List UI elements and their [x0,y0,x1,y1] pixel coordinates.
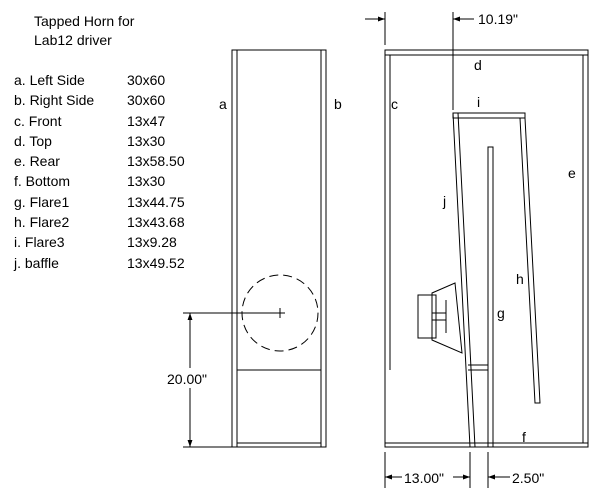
part-size: 30x60 [127,72,166,88]
part-name: i. Flare3 [14,234,65,251]
part-name: h. Flare2 [14,214,70,231]
part-size: 13x47 [127,112,166,129]
parts-list-item: i. Flare3 13x9.28 [14,232,204,252]
left-side-label: a [219,96,227,112]
top-panel-label: d [474,57,482,73]
front-panel-label: c [391,96,398,112]
flare2-label: h [516,271,524,287]
driver-height-label: 20.00" [167,371,207,387]
part-size: 30x60 [127,92,166,109]
front-outer-panel [231,49,327,448]
dimension-label-bg [166,368,216,388]
part-name: f. Bottom [14,173,71,190]
dimension-label-bg [402,468,453,487]
part-name: e. Rear [14,153,60,170]
part-size: 13x44.75 [127,193,185,210]
driver-magnet [417,294,437,339]
parts-list-item: a. Left Side 30x60 [14,70,204,90]
flare1-panel [487,146,494,448]
dimension-top-label: 10.19" [478,11,518,27]
flare2-panel [519,117,541,404]
side-view [365,12,589,488]
diagram-title: Tapped Horn for Lab12 driver [34,12,134,50]
flare1-label: g [497,305,505,321]
part-name: a. Left Side [14,72,85,88]
parts-list-item: d. Top 13x30 [14,131,204,151]
part-size: 13x43.68 [127,214,185,231]
flare3-label: i [477,94,480,110]
bottom-panel-label: f [522,429,526,445]
cabinet-outline [384,49,589,448]
part-name: c. Front [14,112,62,129]
parts-list-item: f. Bottom 13x30 [14,171,204,191]
part-name: j. baffle [14,254,59,271]
part-size: 13x49.52 [127,254,185,271]
right-side-label: b [334,96,342,112]
parts-list: a. Left Side 30x60 b. Right Side 30x60 c. … [14,70,204,273]
part-name: g. Flare1 [14,193,70,210]
part-size: 13x30 [127,132,166,149]
baffle-panel [452,112,476,448]
parts-list-item: e. Rear 13x58.50 [14,151,204,171]
dimension-bottom-left-label: 13.00" [404,470,444,486]
baffle-label: j [442,193,446,209]
part-name: d. Top [14,132,52,149]
dimension-bottom-right-label: 2.50" [512,470,544,486]
title-line-2: Lab12 driver [34,32,112,48]
rear-panel-label: e [568,165,576,181]
parts-list-item: g. Flare1 13x44.75 [14,192,204,212]
parts-list-item: b. Right Side 30x60 [14,90,204,110]
parts-list-item: j. baffle 13x49.52 [14,253,204,273]
parts-list-item: h. Flare2 13x43.68 [14,212,204,232]
part-size: 13x9.28 [127,234,177,251]
driver-basket [431,282,463,354]
part-name: b. Right Side [14,92,95,109]
part-size: 13x30 [127,173,166,190]
parts-list-item: c. Front 13x47 [14,111,204,131]
driver-profile [417,282,463,354]
flare3-panel [452,112,526,119]
part-size: 13x58.50 [127,153,185,170]
title-line-1: Tapped Horn for [34,13,135,29]
